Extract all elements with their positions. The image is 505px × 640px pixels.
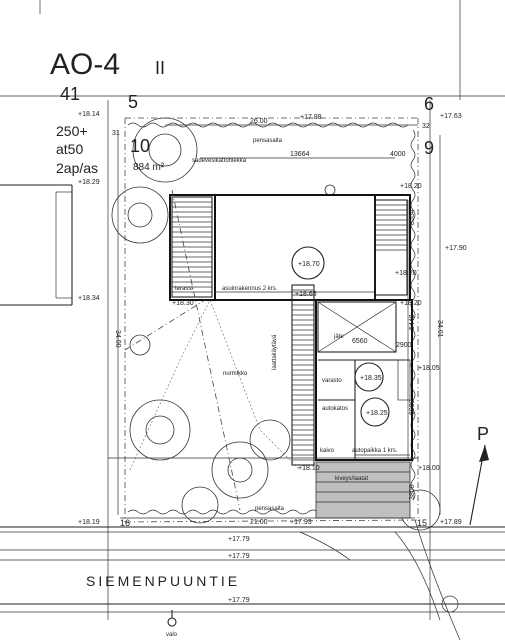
level-w1: +18.29 — [78, 179, 100, 186]
label-waste: jäte — [333, 334, 344, 340]
label-paving: kiveys/laatat — [335, 476, 368, 482]
boundary-point-9: 9 — [424, 138, 434, 158]
level-entry: +18.10 — [298, 465, 320, 472]
terrace-hatch — [171, 196, 213, 298]
dim-garage-height: 5448 — [409, 314, 416, 330]
level-carport: +18.25 — [366, 410, 388, 417]
level-e2: +17.90 — [445, 245, 467, 252]
label-terrace: terassi — [175, 286, 193, 292]
level-w2: +18.34 — [78, 295, 100, 302]
label-street-light: valo — [166, 632, 178, 638]
level-east-inner: +18.20 — [395, 270, 417, 277]
level-street-2: +17.79 — [228, 553, 250, 560]
dim-carport-height-2: 3800 — [409, 484, 416, 500]
level-e4: +18.05 — [418, 365, 440, 372]
plot-area: 884 m² — [133, 162, 165, 173]
boundary-point-15: 15 — [417, 518, 427, 528]
hedge-bottom — [127, 509, 319, 515]
north-label: P — [477, 424, 489, 444]
label-hedge-bottom: pensasaita — [255, 506, 285, 512]
trees — [111, 117, 441, 531]
level-ne: +17.63 — [440, 113, 462, 120]
level-e5: +18.00 — [418, 465, 440, 472]
shrub — [324, 184, 336, 196]
dim-building-height: 8554 — [409, 209, 416, 225]
dim-west: 34.00 — [114, 330, 121, 348]
level-circle-garage — [354, 362, 384, 392]
level-e3: +18.20 — [400, 300, 422, 307]
dim-garage-width-2: 2900 — [396, 342, 412, 349]
walkway — [291, 284, 315, 466]
label-lawn: nurmikko — [223, 371, 248, 377]
level-circle-house — [291, 246, 325, 280]
boundary-point-6: 6 — [424, 94, 434, 114]
hedge-east — [410, 129, 416, 501]
tree-8 — [129, 334, 151, 356]
street — [0, 519, 505, 640]
dim-bottom: 21.00 — [250, 519, 268, 526]
sight-line-2 — [124, 299, 206, 351]
tree-6 — [181, 486, 219, 524]
level-street-3: +17.79 — [228, 597, 250, 604]
neighbour-building — [0, 184, 73, 306]
label-hedge-top: pensasaita — [253, 138, 283, 144]
paving-area — [315, 461, 411, 519]
label-parking: autopaikka 1 krs. — [352, 448, 398, 454]
level-circle-carport — [360, 397, 390, 427]
zoning-code: AO-4 — [50, 48, 120, 81]
label-house: asuinrakennus 2 krs. — [222, 286, 278, 292]
lawn-edge-2 — [209, 299, 301, 471]
plot-boundary — [107, 100, 431, 620]
tree-3 — [129, 399, 191, 461]
main-house — [169, 194, 411, 301]
level-street-1: +17.79 — [228, 536, 250, 543]
efficiency-ratio: at50 — [56, 141, 83, 157]
dim-top: 26.00 — [250, 118, 268, 125]
boundary-point-16: 16 — [120, 518, 130, 528]
parking-requirement: 2ap/as — [56, 160, 98, 176]
dim-east: 34.01 — [436, 320, 443, 338]
tree-1 — [132, 117, 198, 183]
level-top: +17.88 — [300, 114, 322, 121]
boundary-point-32: 32 — [422, 123, 430, 130]
north-arrow-icon — [469, 444, 489, 526]
tree-5 — [249, 419, 291, 461]
lawn-edge-1 — [129, 299, 211, 471]
street-light-icon — [167, 617, 177, 627]
east-stair — [374, 199, 408, 296]
tree-2 — [111, 186, 169, 244]
level-bottom-mid: +17.93 — [290, 519, 312, 526]
dim-east-width: 4000 — [390, 151, 406, 158]
tree-4 — [211, 441, 269, 499]
paving-joints — [316, 471, 410, 503]
level-terrace: +18.65 — [295, 291, 317, 298]
floor-count: II — [155, 58, 165, 78]
building-right: 250+ — [56, 123, 88, 139]
dim-garage-width: 6560 — [352, 338, 368, 345]
dim-carport-height: 6000 — [409, 399, 416, 415]
block-number: 41 — [60, 84, 80, 104]
level-house: +18.70 — [298, 261, 320, 268]
label-drainage: sadevesikattohiekka — [192, 158, 247, 164]
level-bottom-right: +17.89 — [440, 519, 462, 526]
boundary-point-5: 5 — [128, 92, 138, 112]
level-e1: +18.20 — [400, 183, 422, 190]
level-garage: +18.35 — [360, 375, 382, 382]
level-w3: +18.30 — [172, 300, 194, 307]
label-carport: autokatos — [322, 406, 348, 412]
label-storage: varasto — [322, 378, 342, 384]
boundary-point-31: 31 — [112, 130, 120, 137]
label-tile-path: laattakäytävä — [272, 334, 278, 370]
dim-house-width: 13664 — [290, 151, 310, 158]
sight-line-1 — [171, 189, 241, 511]
level-nw: +18.14 — [78, 111, 100, 118]
level-bottom-left: +18.19 — [78, 519, 100, 526]
label-well: kaivo — [320, 448, 335, 454]
plot-number: 10 — [130, 136, 150, 156]
street-name: SIEMENPUUNTIE — [86, 573, 240, 589]
